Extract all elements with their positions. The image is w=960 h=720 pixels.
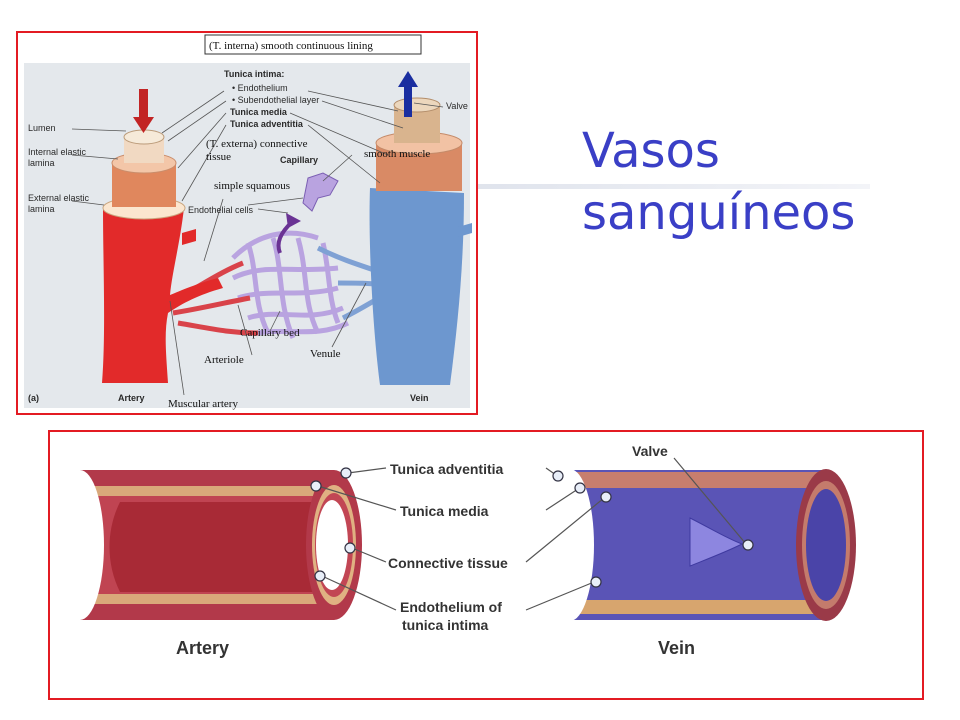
label-valve: Valve: [632, 443, 668, 459]
annotation-arteriole: Arteriole: [204, 354, 244, 366]
label-endothelium: • Endothelium: [232, 83, 288, 93]
panel-letter: (a): [28, 393, 39, 403]
label-vein: Vein: [658, 638, 695, 658]
annotation-venule: Venule: [310, 348, 341, 360]
bottom-leader-lines: [317, 457, 747, 611]
label-endothelial-cells: Endothelial cells: [188, 205, 254, 215]
artery-body: [102, 208, 223, 383]
label-artery: Artery: [176, 638, 229, 658]
label-tunica-intima: tunica intima: [402, 617, 489, 633]
slide-title: Vasos sanguíneos: [582, 123, 856, 241]
capillary-bed-network: [231, 230, 350, 339]
vein-cross-section: [546, 469, 856, 621]
vein-valve-flaps: [689, 517, 744, 567]
annotation-interna-lining: (T. interna) smooth continuous lining: [209, 40, 373, 52]
label-endothelium-of: Endothelium of: [400, 599, 502, 615]
label-vein: Vein: [410, 393, 429, 403]
label-markers: [310, 467, 754, 588]
title-divider-line: [470, 184, 870, 189]
label-capillary: Capillary: [280, 155, 318, 165]
handwritten-annotations: (T. interna) smooth continuous lining (T…: [168, 40, 430, 410]
label-internal-elastic-lamina: lamina: [28, 158, 55, 168]
label-internal-elastic: Internal elastic: [28, 147, 87, 157]
bottom-labels: Tunica adventitia Tunica media Connectiv…: [176, 443, 695, 658]
annotation-simple-squamous: simple squamous: [214, 180, 290, 192]
label-external-elastic-lamina: lamina: [28, 204, 55, 214]
label-tunica-intima: Tunica intima:: [224, 69, 284, 79]
artery-side-branch: [182, 229, 196, 245]
label-lumen: Lumen: [28, 123, 56, 133]
annotation-externa-tissue: tissue: [206, 151, 231, 163]
circulation-diagram: Tunica intima: • Endothelium • Subendoth…: [24, 34, 472, 410]
annotation-muscular-artery: Muscular artery: [168, 398, 238, 410]
label-connective-tissue: Connective tissue: [388, 555, 508, 571]
vein-lumen-edge: [393, 97, 441, 113]
interna-annotation-box: [204, 34, 422, 55]
label-external-elastic: External elastic: [28, 193, 90, 203]
squamous-cell-arrowhead: [286, 213, 301, 228]
label-valve: Valve: [446, 101, 468, 111]
label-tunica-adventitia: Tunica adventitia: [390, 461, 504, 477]
printed-labels: Tunica intima: • Endothelium • Subendoth…: [28, 69, 468, 403]
vein-side-branch: [458, 223, 472, 237]
bottom-diagram-panel: Tunica adventitia Tunica media Connectiv…: [48, 430, 924, 700]
vein-flow-arrow: [398, 71, 418, 117]
label-tunica-media: Tunica media: [230, 107, 288, 117]
label-leader-lines: [71, 90, 444, 396]
artery-cross-section: [56, 470, 362, 620]
annotation-capillary-bed: Capillary bed: [240, 327, 300, 339]
annotation-externa: (T. externa) connective: [206, 138, 308, 150]
label-tunica-adventitia: Tunica adventitia: [230, 119, 304, 129]
vessel-wall-diagram: Tunica adventitia Tunica media Connectiv…: [56, 443, 856, 658]
top-diagram-panel: Tunica intima: • Endothelium • Subendoth…: [16, 31, 478, 415]
vein-body: [369, 188, 464, 385]
label-artery: Artery: [118, 393, 145, 403]
artery-flow-arrow: [133, 89, 154, 133]
capillary-segment-cutout: [302, 172, 339, 212]
annotation-smooth-muscle: smooth muscle: [364, 148, 430, 160]
label-subendothelial-layer: • Subendothelial layer: [232, 95, 319, 105]
label-tunica-media: Tunica media: [400, 503, 489, 519]
